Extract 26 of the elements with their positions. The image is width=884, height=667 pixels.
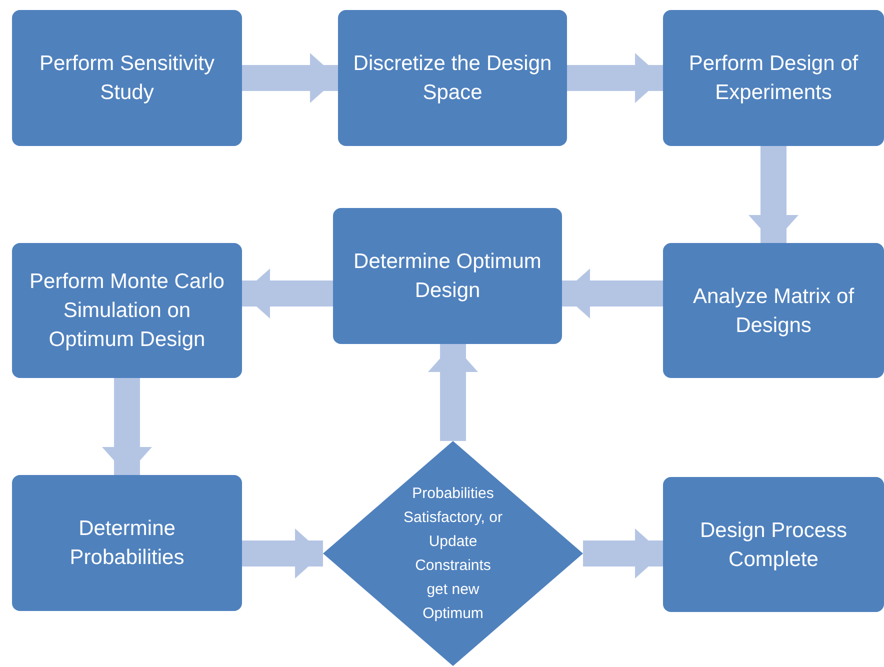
block-arrow <box>583 528 663 578</box>
block-arrow <box>242 53 338 103</box>
process-text: Determine Optimum Design <box>352 249 542 304</box>
process-box <box>12 243 242 378</box>
process-box <box>663 243 884 378</box>
block-arrow <box>242 268 333 318</box>
decision-text: Probabilities Satisfactory, or Update Constraints get new Optimum <box>403 484 503 624</box>
block-arrow <box>562 268 663 318</box>
process-text: Discretize the Design Space <box>352 51 553 106</box>
process-text: Determine Probabilities <box>68 516 186 571</box>
process-box <box>663 10 884 146</box>
process-box <box>333 208 562 344</box>
process-box <box>663 477 884 612</box>
block-arrow <box>748 146 798 243</box>
process-box <box>12 10 242 146</box>
block-arrow <box>428 344 478 441</box>
process-text: Perform Monte Carlo Simulation on Optimum Design <box>28 269 226 353</box>
block-arrow <box>102 378 152 475</box>
block-arrow <box>242 528 323 578</box>
process-text: Design Process Complete <box>698 518 848 572</box>
process-text: Perform Design of Experiments <box>688 51 860 106</box>
process-box <box>338 10 567 146</box>
process-text: Analyze Matrix of Designs <box>692 284 856 338</box>
process-box <box>12 475 242 611</box>
block-arrow <box>567 53 663 103</box>
process-text: Perform Sensitivity Study <box>38 51 216 106</box>
